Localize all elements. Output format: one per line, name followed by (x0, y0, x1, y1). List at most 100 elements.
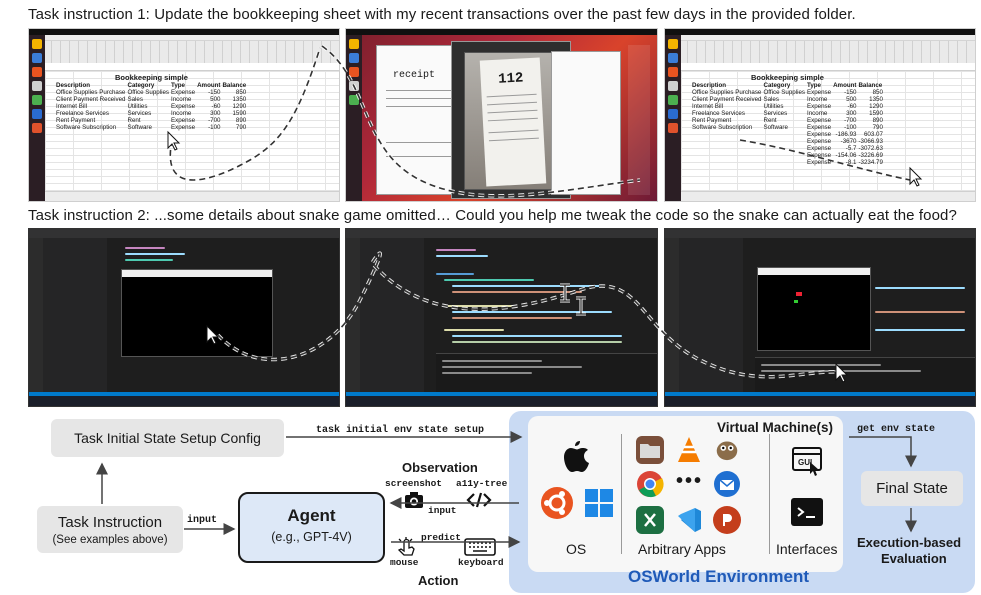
table-cell[interactable]: Client Payment Received (56, 96, 126, 103)
table-cell[interactable]: 1290 (232, 103, 247, 110)
table-cell[interactable]: Expense (171, 103, 196, 110)
formula-bar[interactable] (681, 63, 975, 71)
table-cell[interactable]: -3066.93 (858, 138, 883, 145)
table-cell[interactable] (691, 159, 762, 166)
table-cell[interactable]: Freelance Services (56, 110, 109, 117)
table-cell[interactable]: -150 (844, 89, 857, 96)
table-cell[interactable]: Rent (127, 117, 141, 124)
table-cell[interactable]: Expense (171, 124, 196, 131)
table-cell[interactable]: -150 (208, 89, 221, 96)
writer-icon[interactable] (668, 109, 678, 119)
files-icon[interactable] (349, 81, 359, 91)
calc-icon[interactable] (349, 95, 359, 105)
app-icon[interactable] (668, 67, 678, 77)
table-cell[interactable]: 603.07 (863, 131, 883, 138)
table-cell[interactable] (762, 138, 806, 145)
terminal-panel[interactable] (755, 357, 975, 393)
windows-taskbar[interactable] (346, 396, 657, 406)
table-cell[interactable] (762, 145, 806, 152)
table-cell[interactable]: Expense (807, 117, 832, 124)
menu-bar[interactable] (45, 35, 339, 41)
formula-bar[interactable] (45, 63, 339, 71)
files-icon[interactable] (32, 81, 42, 91)
table-cell[interactable]: Internet Bill (692, 103, 723, 110)
calc-icon[interactable] (668, 95, 678, 105)
table-cell[interactable]: 850 (235, 89, 247, 96)
table-cell[interactable]: Rent Payment (692, 117, 732, 124)
table-cell[interactable]: Income (807, 96, 828, 103)
table-cell[interactable]: -60 (211, 103, 221, 110)
table-cell[interactable]: -60 (847, 103, 857, 110)
table-cell[interactable]: Expense (807, 89, 832, 96)
table-cell[interactable]: -100 (844, 124, 857, 131)
table-cell[interactable]: Utilities (763, 103, 784, 110)
app-icon[interactable] (349, 67, 359, 77)
table-cell[interactable] (691, 152, 762, 159)
table-cell[interactable]: Utilities (127, 103, 148, 110)
table-cell[interactable]: Office Supplies Purchase (56, 89, 126, 96)
table-cell[interactable] (691, 131, 762, 138)
table-cell[interactable]: Expense (807, 145, 832, 152)
table-cell[interactable]: Software Subscription (692, 124, 753, 131)
table-cell[interactable] (691, 145, 762, 152)
table-cell[interactable]: Services (127, 110, 152, 117)
table-cell[interactable]: 850 (872, 89, 883, 96)
writer-icon[interactable] (32, 109, 42, 119)
table-cell[interactable]: -700 (208, 117, 221, 124)
chrome-icon[interactable] (32, 39, 42, 49)
table-cell[interactable]: Expense (807, 159, 832, 166)
toolbar[interactable] (45, 41, 339, 63)
table-cell[interactable]: -5.7 (845, 145, 857, 152)
menu-bar[interactable] (681, 35, 975, 41)
activity-bar[interactable] (29, 238, 43, 396)
vscode-icon[interactable] (668, 53, 678, 63)
table-cell[interactable]: Office Supplies Purchase (692, 89, 762, 96)
table-cell[interactable]: Client Payment Received (692, 96, 762, 103)
table-cell[interactable]: -8.1 (845, 159, 857, 166)
windows-taskbar[interactable] (29, 396, 339, 406)
explorer-sidebar[interactable] (360, 238, 424, 396)
table-cell[interactable]: Expense (807, 152, 832, 159)
table-cell[interactable]: Sales (763, 96, 779, 103)
table-cell[interactable]: 1590 (869, 110, 883, 117)
table-cell[interactable]: Expense (807, 138, 832, 145)
impress-icon[interactable] (668, 123, 678, 133)
calc-icon[interactable] (32, 95, 42, 105)
table-cell[interactable]: 500 (846, 96, 857, 103)
table-cell[interactable]: 300 (210, 110, 221, 117)
table-cell[interactable] (691, 138, 762, 145)
vscode-icon[interactable] (349, 53, 359, 63)
explorer-sidebar[interactable] (43, 238, 107, 396)
snake-game-window[interactable] (121, 269, 273, 357)
table-cell[interactable]: Sales (127, 96, 143, 103)
table-cell[interactable]: Internet Bill (56, 103, 87, 110)
table-cell[interactable]: Expense (171, 117, 196, 124)
table-cell[interactable]: 790 (872, 124, 883, 131)
table-cell[interactable]: -3226.69 (858, 152, 883, 159)
table-cell[interactable]: 890 (235, 117, 247, 124)
windows-taskbar[interactable] (665, 396, 975, 406)
table-cell[interactable]: Expense (807, 131, 832, 138)
table-cell[interactable]: -3234.79 (858, 159, 883, 166)
table-cell[interactable]: -186.93 (835, 131, 857, 138)
explorer-sidebar[interactable] (679, 238, 743, 396)
activity-bar[interactable] (665, 238, 679, 396)
table-cell[interactable]: Income (171, 96, 192, 103)
table-cell[interactable]: 1350 (869, 96, 883, 103)
table-cell[interactable]: 790 (235, 124, 247, 131)
table-cell[interactable]: Office Supplies (763, 89, 805, 96)
table-cell[interactable]: 1290 (869, 103, 883, 110)
table-cell[interactable]: -100 (208, 124, 221, 131)
table-cell[interactable]: -3072.63 (858, 145, 883, 152)
vscode-icon[interactable] (32, 53, 42, 63)
activity-bar[interactable] (346, 238, 360, 396)
table-cell[interactable]: Services (763, 110, 788, 117)
snake-game-window[interactable] (757, 267, 871, 351)
table-cell[interactable]: Software (127, 124, 152, 131)
table-cell[interactable]: -700 (844, 117, 857, 124)
table-cell[interactable]: 1350 (232, 96, 247, 103)
table-cell[interactable]: Expense (171, 89, 196, 96)
table-cell[interactable]: Freelance Services (692, 110, 745, 117)
impress-icon[interactable] (32, 123, 42, 133)
toolbar[interactable] (681, 41, 975, 63)
